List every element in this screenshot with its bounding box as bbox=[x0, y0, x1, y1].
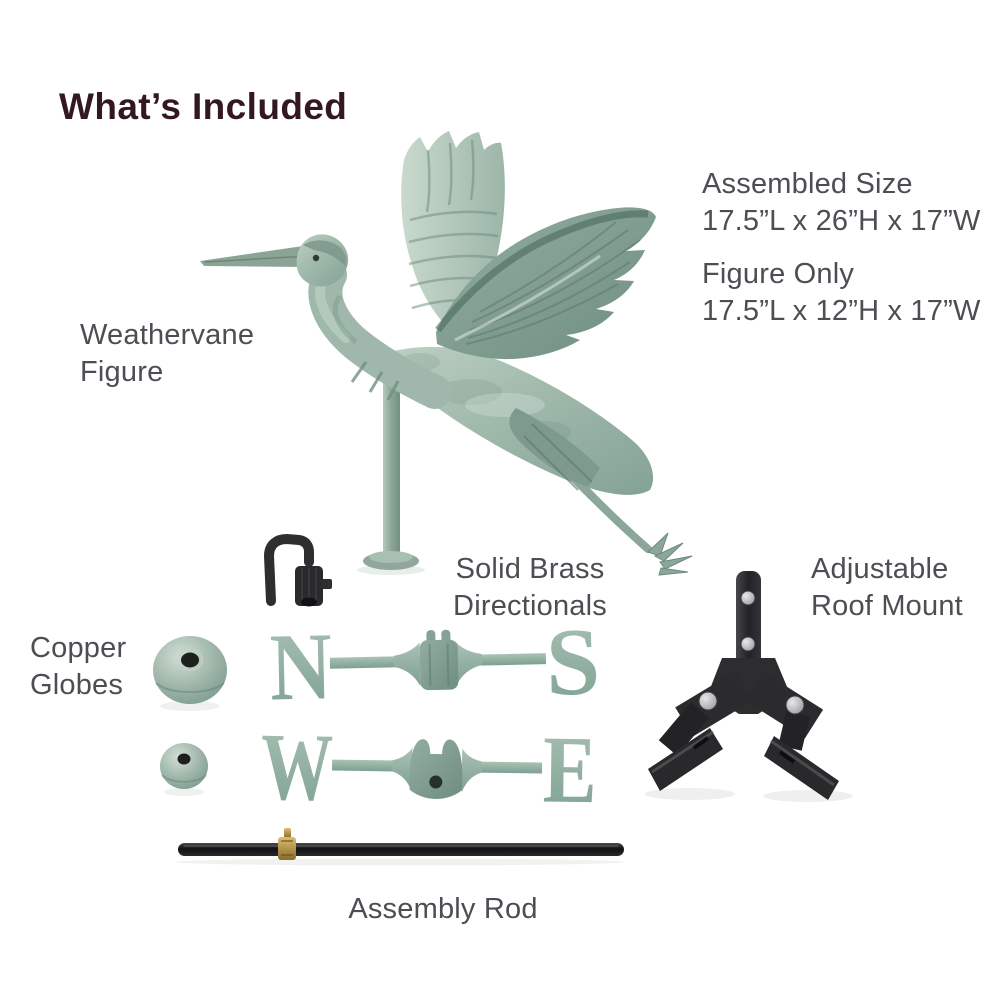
heron-tail bbox=[509, 408, 600, 491]
figure-only-dimensions: 17.5”L x 12”H x 17”W bbox=[702, 295, 981, 327]
heron-near-wing-icon bbox=[435, 207, 656, 360]
letter-west: W bbox=[260, 713, 333, 821]
ns-hub bbox=[419, 639, 459, 691]
label-line: Directionals bbox=[453, 590, 607, 622]
heron-body-highlight bbox=[465, 393, 545, 417]
figure-only-label: Figure Only bbox=[702, 258, 855, 290]
mount-lower-arm-right bbox=[778, 711, 810, 751]
rod-collar-thumbscrew bbox=[284, 828, 291, 838]
copper-globe-large bbox=[153, 636, 227, 711]
ns-directional-graphic: N S bbox=[269, 608, 601, 721]
label-line: Copper bbox=[30, 632, 127, 664]
mount-bolt bbox=[698, 691, 718, 711]
rod-clamp-graphic bbox=[263, 533, 332, 607]
heron-foot bbox=[647, 532, 693, 576]
label-line: Adjustable bbox=[811, 553, 949, 585]
figure-rod bbox=[383, 368, 400, 560]
size-specs: Assembled Size 17.5”L x 26”H x 17”W Figu… bbox=[702, 166, 981, 330]
figure-base-top bbox=[369, 551, 413, 563]
rod-bar bbox=[178, 843, 624, 856]
mount-bolt bbox=[785, 695, 805, 715]
heron-beak bbox=[200, 245, 315, 267]
we-bar-right bbox=[477, 761, 543, 774]
label-line: Globes bbox=[30, 669, 124, 701]
heron-neck bbox=[308, 258, 452, 409]
heron-eye bbox=[312, 254, 320, 262]
brass-directionals-label: Solid Brass Directionals bbox=[420, 551, 640, 625]
letter-north: N bbox=[269, 612, 333, 720]
mount-lower-arm-left bbox=[658, 702, 710, 756]
clamp-bore-hole bbox=[301, 597, 317, 607]
roof-mount-label: Adjustable Roof Mount bbox=[811, 551, 963, 625]
assembly-rod-label: Assembly Rod bbox=[338, 891, 548, 928]
mount-screw bbox=[740, 636, 756, 652]
assembled-size-label: Assembled Size bbox=[702, 168, 913, 200]
heron-head bbox=[200, 234, 349, 287]
label-line: Assembly Rod bbox=[348, 893, 538, 925]
page-title: What’s Included bbox=[59, 86, 348, 127]
we-directional-graphic: W E bbox=[260, 713, 597, 824]
letter-south: S bbox=[545, 608, 601, 716]
globe-hole bbox=[177, 753, 191, 765]
assembled-size-dimensions: 17.5”L x 26”H x 17”W bbox=[702, 205, 981, 237]
we-hub bbox=[409, 739, 463, 800]
clamp-set-screw bbox=[321, 579, 332, 589]
label-line: Roof Mount bbox=[811, 590, 963, 622]
copper-globes-label: Copper Globes bbox=[30, 630, 126, 704]
heron-chest-feathers bbox=[350, 361, 400, 401]
letter-east: E bbox=[542, 716, 597, 824]
weathervane-figure-graphic bbox=[200, 131, 693, 576]
copper-globe-small bbox=[160, 743, 208, 796]
mount-foot-left bbox=[648, 728, 723, 791]
mount-screw bbox=[740, 590, 756, 606]
assembly-rod-graphic bbox=[175, 828, 625, 866]
label-line: Figure bbox=[80, 356, 164, 388]
label-line: Solid Brass bbox=[455, 553, 605, 585]
roof-mount-graphic bbox=[645, 571, 853, 802]
we-hub-hole bbox=[429, 775, 443, 789]
globe-hole bbox=[181, 652, 199, 668]
label-line: Weathervane bbox=[80, 319, 255, 351]
we-bar-left bbox=[331, 759, 397, 772]
weathervane-figure-label: Weathervane Figure bbox=[80, 317, 254, 391]
